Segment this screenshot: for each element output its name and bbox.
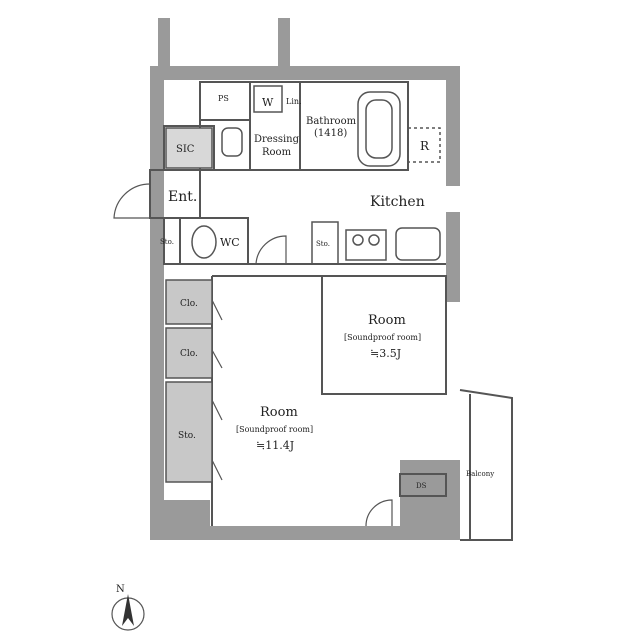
label-dressing-1: Dressing: [254, 134, 300, 145]
door-swings: [113, 183, 393, 527]
north-arrow-icon: N: [111, 584, 145, 631]
label-sto-left: Sto.: [160, 238, 174, 246]
label-lin: Lin.: [286, 97, 302, 106]
room-labels: PS W Lin. Dressing Room Bathroom (1418) …: [160, 94, 494, 490]
label-sto-mid: Sto.: [316, 240, 330, 248]
label-sto-big: Sto.: [178, 431, 196, 441]
label-w: W: [262, 96, 274, 109]
north-label: N: [116, 584, 125, 595]
label-ds: DS: [416, 482, 427, 490]
label-room-small-note: [Soundproof room]: [344, 333, 421, 342]
structural-walls: [150, 18, 460, 540]
label-ps: PS: [218, 94, 229, 103]
label-ent: Ent.: [168, 189, 197, 205]
label-bathroom-1: Bathroom: [306, 116, 357, 127]
label-room-big-note: [Soundproof room]: [236, 425, 313, 434]
label-balcony: Balcony: [466, 470, 494, 478]
label-room-small: Room: [368, 313, 406, 328]
label-r: R: [420, 139, 430, 153]
label-clo-2: Clo.: [180, 349, 198, 359]
label-kitchen: Kitchen: [370, 194, 425, 210]
label-room-small-size: ≒3.5J: [370, 347, 401, 360]
label-sic: SIC: [176, 144, 195, 155]
label-wc: WC: [220, 236, 240, 249]
label-dressing-2: Room: [262, 147, 292, 158]
label-room-big-size: ≒11.4J: [256, 439, 294, 452]
fixtures: [191, 85, 441, 265]
label-clo-1: Clo.: [180, 299, 198, 309]
label-bathroom-2: (1418): [314, 128, 347, 139]
storage-areas: [165, 127, 213, 483]
label-room-big: Room: [260, 405, 298, 420]
